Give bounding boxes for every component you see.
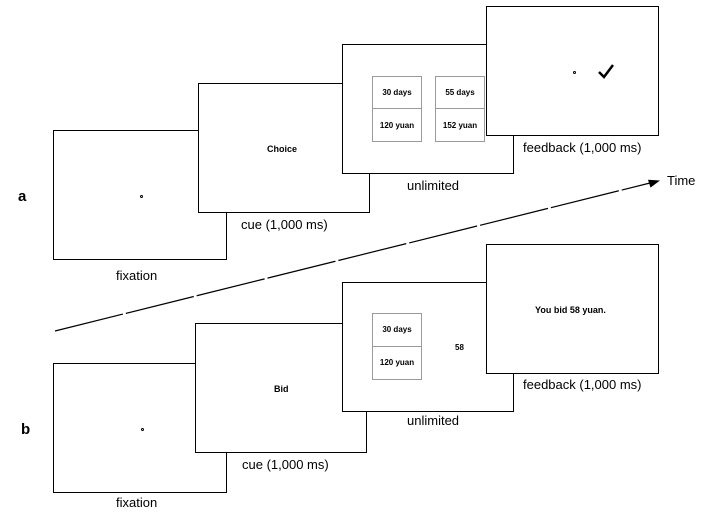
panel-b-choice-screen: 30 days 120 yuan 58	[342, 282, 514, 412]
panel-a-letter: a	[18, 188, 27, 205]
panel-a-option-left: 30 days 120 yuan	[372, 76, 422, 142]
fixation-dot-icon	[573, 71, 576, 74]
option-right-amount: 152 yuan	[442, 120, 478, 130]
option-amount: 120 yuan	[379, 358, 415, 368]
panel-b-feedback-screen: You bid 58 yuan.	[486, 244, 659, 374]
option-delay: 30 days	[373, 314, 421, 347]
panel-a-feedback-screen	[486, 6, 659, 136]
panel-b-cue-label: cue (1,000 ms)	[242, 457, 329, 472]
option-left-delay: 30 days	[373, 77, 421, 109]
panel-b-option: 30 days 120 yuan	[372, 313, 422, 380]
panel-b-cue-text: Bid	[274, 384, 289, 394]
panel-b-cue-screen: Bid	[195, 323, 367, 453]
panel-a-feedback-label: feedback (1,000 ms)	[523, 140, 642, 155]
panel-a-cue-text: Choice	[267, 144, 298, 154]
panel-b-fixation-label: fixation	[116, 495, 158, 510]
panel-a-fixation-label: fixation	[116, 268, 158, 283]
fixation-dot-icon	[141, 428, 144, 431]
time-label: Time	[667, 173, 696, 188]
panel-b-choice-label: unlimited	[407, 413, 460, 428]
option-right-delay: 55 days	[436, 77, 484, 109]
panel-b-feedback-label: feedback (1,000 ms)	[523, 377, 642, 392]
checkmark-icon	[598, 64, 614, 79]
fixation-dot-icon	[140, 195, 143, 198]
panel-a-option-right: 55 days 152 yuan	[435, 76, 485, 142]
panel-a-choice-label: unlimited	[407, 178, 460, 193]
panel-b-feedback-text: You bid 58 yuan.	[535, 305, 606, 315]
option-left-amount: 120 yuan	[379, 120, 415, 130]
bid-value: 58	[455, 343, 464, 352]
panel-a-cue-label: cue (1,000 ms)	[241, 217, 328, 232]
panel-b-letter: b	[21, 421, 31, 438]
